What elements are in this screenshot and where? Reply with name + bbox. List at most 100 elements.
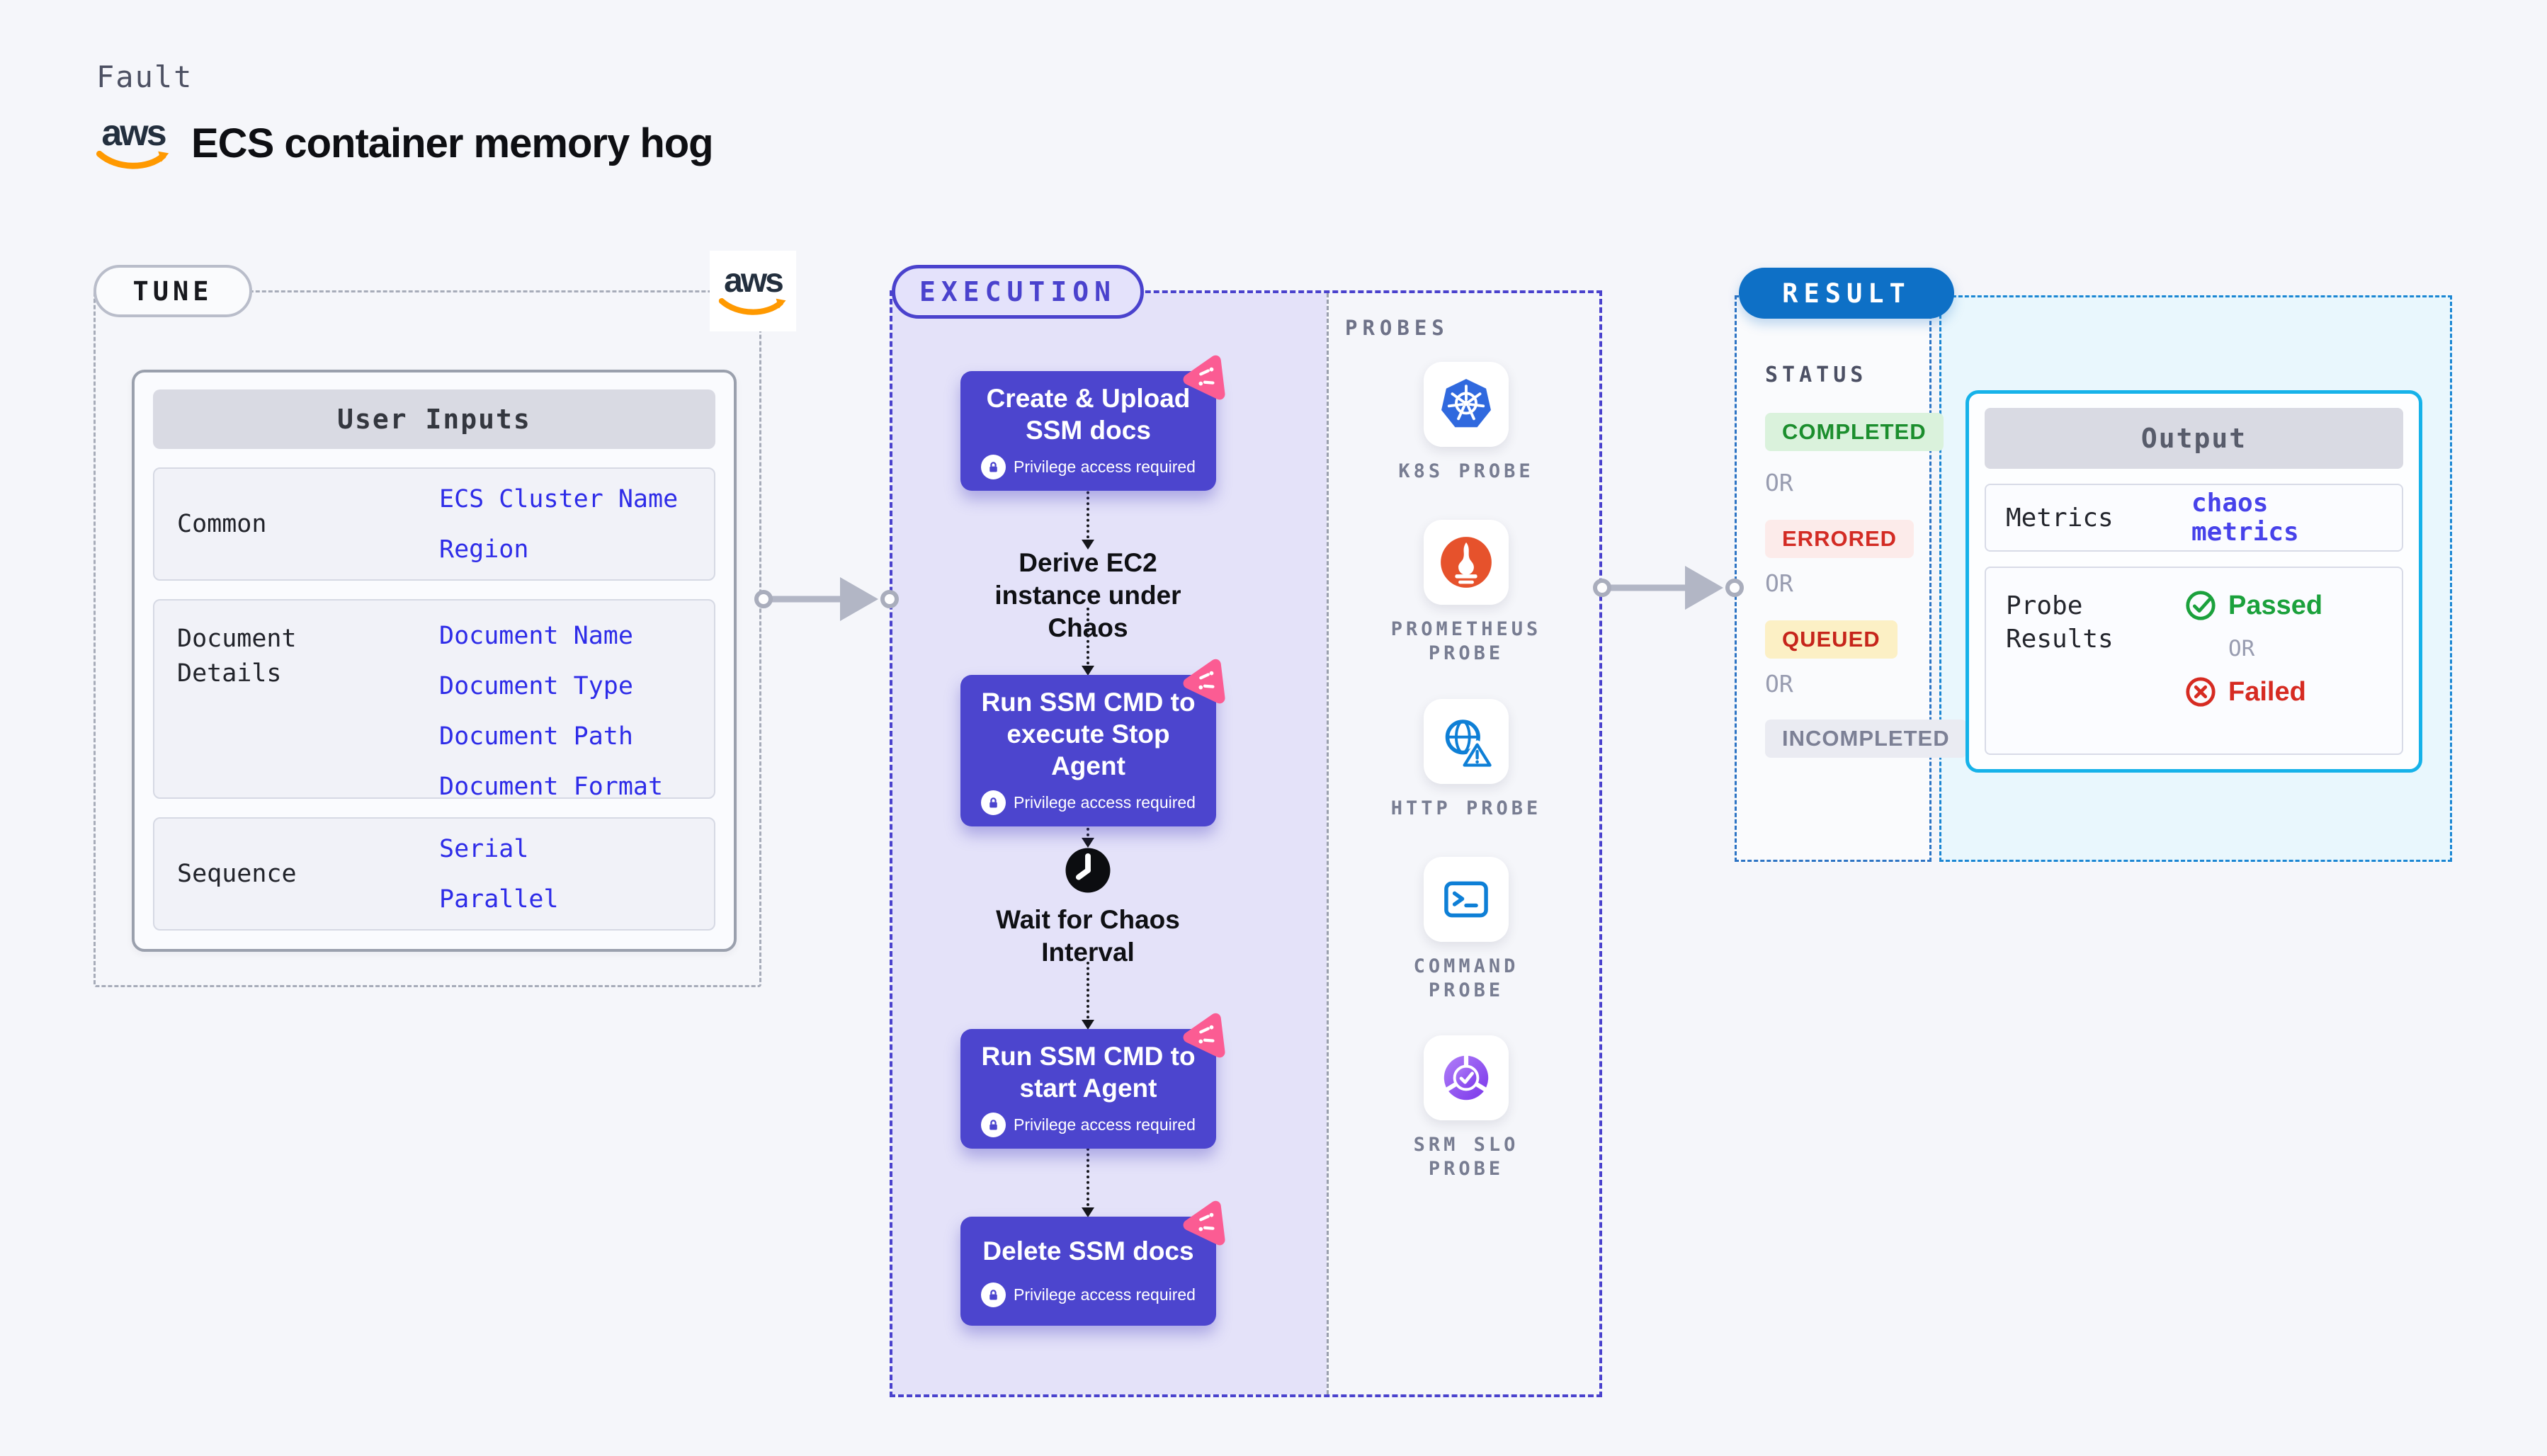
status-badge-queued: QUEUED: [1765, 620, 1898, 659]
connector-dot: [754, 590, 773, 608]
or-separator: OR: [1765, 670, 1793, 698]
arrow-line: [768, 596, 868, 603]
dotted-connector: [1082, 1142, 1094, 1217]
probe-results-values: Passed OR Failed: [2184, 589, 2322, 708]
step-card-run-ssm-stop-agent: Run SSM CMD to execute Stop Agent Privil…: [960, 659, 1225, 826]
chaos-badge-icon: [1183, 1013, 1225, 1058]
probe-label: K8S PROBE: [1398, 460, 1534, 482]
failed-text: Failed: [2228, 676, 2306, 707]
user-inputs-card: User Inputs Common ECS Cluster Name Regi…: [132, 370, 737, 952]
failed-row: Failed: [2184, 676, 2322, 708]
row-values: ECS Cluster Name Region: [390, 485, 678, 564]
step-title: Run SSM CMD to start Agent: [981, 1042, 1196, 1103]
probe-label: SRM SLO PROBE: [1413, 1134, 1519, 1180]
input-value: Serial: [439, 834, 529, 863]
privilege-text: Privilege access required: [1014, 457, 1196, 476]
probes-panel: [1327, 293, 1599, 1394]
aws-smile-icon: [96, 150, 169, 169]
result-tag: RESULT: [1739, 268, 1954, 319]
probes-label: PROBES: [1345, 316, 1449, 340]
title-row: aws ECS container memory hog: [95, 115, 714, 171]
privilege-badge: Privilege access required: [981, 1113, 1196, 1137]
aws-smile-icon: [718, 297, 786, 315]
tune-section-box: [93, 290, 761, 987]
probe-item-prometheus: PROMETHEUS PROBE: [1381, 520, 1551, 666]
privilege-badge: Privilege access required: [981, 455, 1196, 479]
probe-item-srm-slo: SRM SLO PROBE: [1381, 1035, 1551, 1181]
output-card: Output Metrics chaos metrics Probe Resul…: [1965, 390, 2422, 773]
chaos-badge-icon: [1183, 355, 1225, 400]
flow-arrow-execution-to-result: [1593, 561, 1744, 615]
dotted-connector: [1082, 608, 1094, 676]
page-title: ECS container memory hog: [191, 120, 714, 166]
x-circle-icon: [2186, 677, 2216, 707]
metrics-label: Metrics: [2006, 503, 2114, 533]
lock-icon: [981, 455, 1006, 479]
probe-label: PROMETHEUS PROBE: [1390, 618, 1542, 664]
input-value: Document Type: [439, 672, 633, 700]
execution-tag: EXECUTION: [892, 265, 1144, 319]
step-note-wait-interval: Wait for Chaos Interval: [996, 905, 1180, 967]
input-value: Parallel: [439, 885, 559, 914]
status-badge-completed: COMPLETED: [1765, 413, 1944, 451]
connector-dot: [1593, 579, 1611, 597]
table-row-sequence: Sequence Serial Parallel: [153, 817, 715, 931]
arrow-head-icon: [840, 577, 878, 621]
status-badge-incompleted: INCOMPLETED: [1765, 720, 1967, 758]
probe-item-http: HTTP PROBE: [1381, 699, 1551, 821]
output-header: Output: [1985, 408, 2403, 469]
input-value: Region: [439, 535, 529, 564]
tune-tag: TUNE: [93, 265, 252, 317]
lock-icon: [981, 790, 1006, 815]
passed-row: Passed: [2184, 589, 2322, 622]
privilege-text: Privilege access required: [1014, 1115, 1196, 1134]
step-title: Delete SSM docs: [982, 1236, 1194, 1266]
or-separator: OR: [2228, 636, 2255, 661]
lock-icon: [981, 1113, 1006, 1137]
check-circle-icon: [2186, 591, 2216, 620]
slo-donut-check-icon: [1424, 1035, 1509, 1120]
row-label: Common: [177, 509, 267, 538]
connector-dot: [1725, 579, 1744, 597]
aws-logo-text: aws: [101, 113, 166, 154]
metrics-value: chaos metrics: [2191, 489, 2299, 547]
arrow-line: [1606, 584, 1713, 591]
privilege-text: Privilege access required: [1014, 1285, 1196, 1304]
privilege-badge: Privilege access required: [981, 790, 1196, 815]
chaos-badge-icon: [1183, 1200, 1225, 1246]
dotted-connector: [1082, 962, 1094, 1030]
prometheus-icon: [1424, 520, 1509, 605]
input-value: Document Name: [439, 622, 633, 650]
probe-item-command: COMMAND PROBE: [1381, 857, 1551, 1003]
row-values: Document Name Document Type Document Pat…: [390, 622, 663, 801]
result-status-box: [1735, 295, 1931, 862]
flow-arrow-tune-to-execution: [754, 572, 899, 626]
terminal-icon: [1424, 857, 1509, 942]
chaos-badge-icon: [1183, 659, 1225, 704]
aws-logo-icon: aws: [95, 115, 171, 171]
status-badge-errored: ERRORED: [1765, 520, 1914, 558]
input-value: ECS Cluster Name: [439, 484, 679, 513]
row-values: Serial Parallel: [390, 835, 559, 914]
user-inputs-header: User Inputs: [153, 389, 715, 449]
aws-logo-text: aws: [724, 262, 784, 300]
aws-logo-icon: aws: [718, 264, 788, 318]
table-row-common: Common ECS Cluster Name Region: [153, 467, 715, 581]
table-row-document-details: Document Details Document Name Document …: [153, 599, 715, 801]
probe-results-label: Probe Results: [2006, 591, 2114, 654]
output-row-probe-results: Probe Results Passed OR Failed: [1985, 567, 2403, 755]
row-label: Document Details: [177, 625, 297, 688]
arrow-head-icon: [1685, 566, 1723, 610]
step-note-derive-ec2: Derive EC2 instance under Chaos: [994, 548, 1181, 642]
step-card-create-upload-ssm-docs: Create & Upload SSM docs Privilege acces…: [960, 355, 1225, 491]
privilege-badge: Privilege access required: [981, 1282, 1196, 1307]
probe-item-k8s: K8S PROBE: [1381, 362, 1551, 484]
status-label: STATUS: [1765, 363, 1868, 387]
http-globe-warning-icon: [1424, 699, 1509, 784]
kubernetes-icon: [1424, 362, 1509, 447]
dotted-connector: [1082, 480, 1094, 550]
row-label: Sequence: [177, 859, 297, 888]
connector-dot: [880, 590, 899, 608]
output-row-metrics: Metrics chaos metrics: [1985, 484, 2403, 552]
